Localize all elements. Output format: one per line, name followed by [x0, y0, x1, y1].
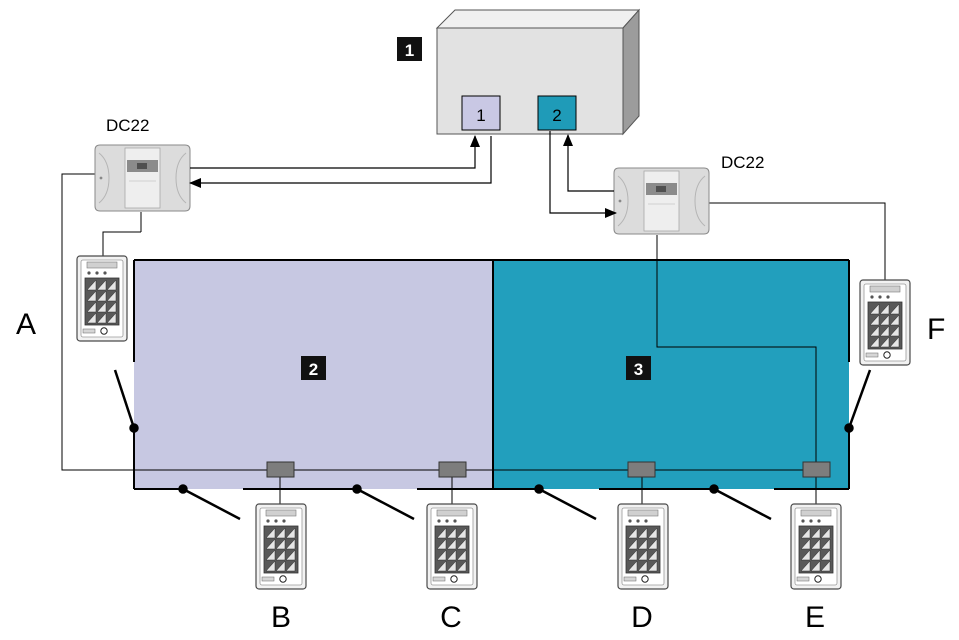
svg-text:3: 3 [634, 360, 643, 379]
controller-right [613, 167, 710, 235]
zone-3-area [493, 260, 849, 489]
reader-f-label: F [927, 313, 945, 346]
reader-b-label: B [271, 601, 291, 634]
svg-text:2: 2 [309, 360, 318, 379]
doors [113, 369, 872, 521]
main-panel: 1 2 [435, 8, 641, 136]
panel-links [189, 131, 617, 218]
panel-badge: 1 [397, 37, 422, 61]
reader-b [255, 503, 307, 590]
controller-right-label: DC22 [721, 153, 764, 172]
port-1 [461, 95, 501, 131]
port-2 [537, 95, 577, 131]
svg-text:1: 1 [405, 41, 414, 60]
reader-a [76, 255, 128, 342]
reader-c-label: C [440, 601, 462, 634]
reader-d-label: D [631, 601, 653, 634]
controller-left-label: DC22 [106, 116, 149, 135]
zone-walls [133, 259, 850, 490]
reader-f [859, 279, 911, 366]
port-2-label: 2 [552, 106, 561, 125]
bus-modules [266, 461, 831, 478]
zone-3-badge: 3 [626, 356, 651, 380]
port-1-label: 1 [476, 106, 485, 125]
reader-a-label: A [16, 308, 36, 341]
zone-2-badge: 2 [301, 356, 326, 380]
reader-e-label: E [805, 601, 825, 634]
reader-e [790, 503, 842, 590]
reader-d [617, 503, 669, 590]
controller-left [94, 144, 191, 212]
reader-c [426, 503, 478, 590]
